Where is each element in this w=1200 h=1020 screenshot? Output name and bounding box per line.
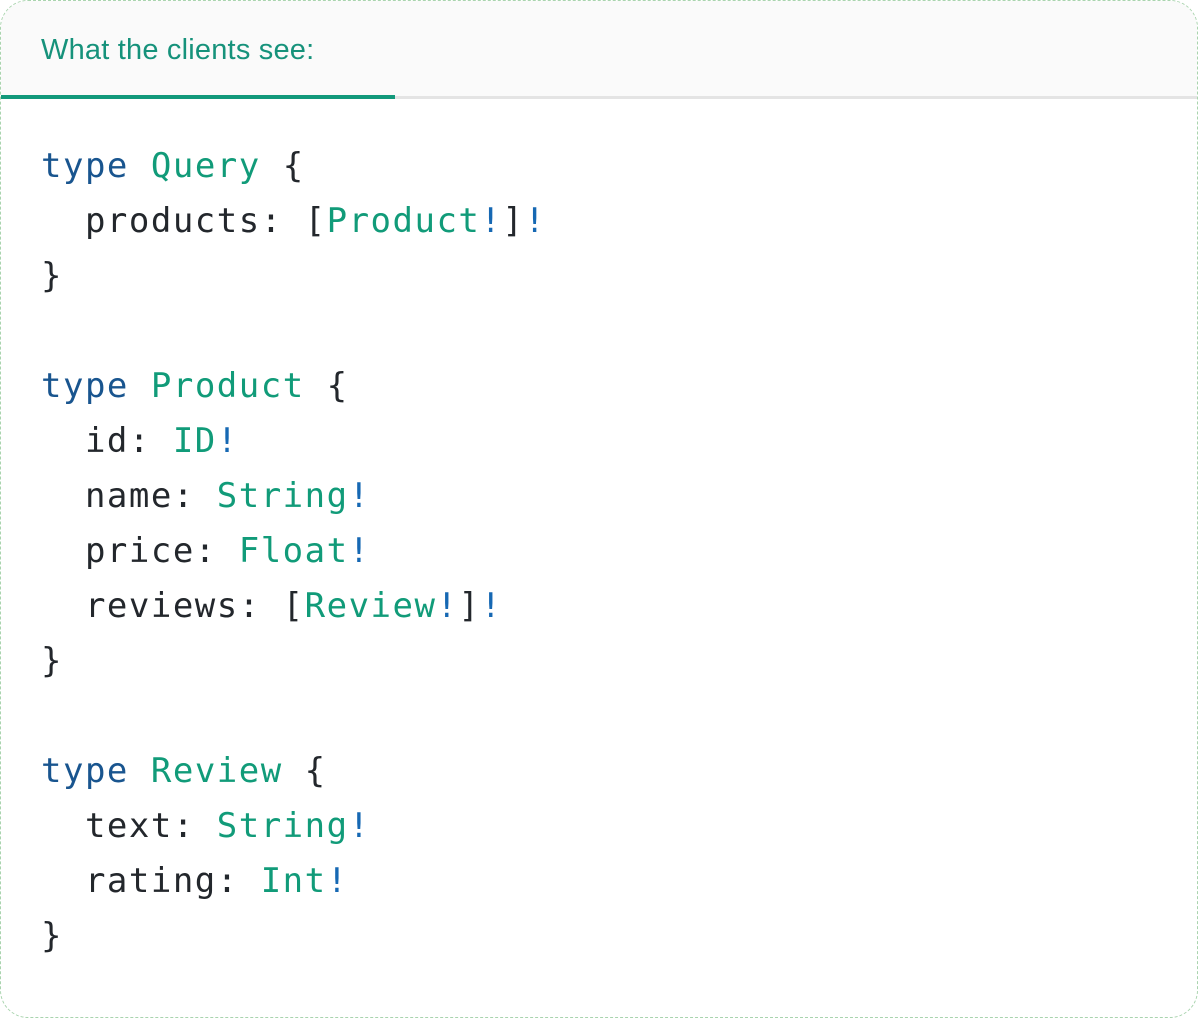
code-line: } xyxy=(41,634,1167,689)
active-tab-underline xyxy=(1,95,395,99)
code-token-ty: String xyxy=(216,806,349,846)
code-token-ty: Product xyxy=(326,201,481,241)
code-token-bg: ! xyxy=(436,586,459,626)
code-token-ty: ID xyxy=(172,421,217,461)
code-token-ty: Float xyxy=(238,531,349,571)
code-line: name: String! xyxy=(41,469,1167,524)
code-token-kw: type xyxy=(41,751,129,791)
code-token-pl: ] xyxy=(502,201,525,241)
code-token-bg: ! xyxy=(348,476,371,516)
code-token-bg: ! xyxy=(348,531,371,571)
code-line: } xyxy=(41,909,1167,964)
code-line: text: String! xyxy=(41,799,1167,854)
code-token-pl: price: xyxy=(41,531,239,571)
code-line: rating: Int! xyxy=(41,854,1167,909)
code-line: price: Float! xyxy=(41,524,1167,579)
code-token-pl: text: xyxy=(41,806,217,846)
code-token-pl: reviews: [ xyxy=(41,586,305,626)
tab-label: What the clients see: xyxy=(41,33,315,66)
code-token-pl xyxy=(129,366,151,406)
tab-bar-divider xyxy=(1,96,1197,99)
code-token-pl: { xyxy=(260,146,305,186)
code-token-pl: ] xyxy=(458,586,481,626)
code-token-bg: ! xyxy=(480,201,503,241)
code-block: type Query { products: [Product!]!} type… xyxy=(1,99,1197,994)
code-token-ty: Review xyxy=(150,751,283,791)
code-line: type Product { xyxy=(41,359,1167,414)
code-token-bg: ! xyxy=(216,421,239,461)
code-line xyxy=(41,304,1167,359)
code-line: id: ID! xyxy=(41,414,1167,469)
code-token-pl: } xyxy=(41,641,63,681)
code-line: } xyxy=(41,249,1167,304)
code-token-pl: id: xyxy=(41,421,173,461)
code-token-ty: String xyxy=(216,476,349,516)
code-token-kw: type xyxy=(41,366,129,406)
code-token-pl: products: [ xyxy=(41,201,327,241)
code-token-pl: } xyxy=(41,916,63,956)
code-token-bg: ! xyxy=(524,201,547,241)
code-token-pl xyxy=(129,146,151,186)
code-token-pl: name: xyxy=(41,476,217,516)
code-token-ty: Int xyxy=(260,861,327,901)
code-token-ty: Query xyxy=(150,146,261,186)
tab-what-clients-see[interactable]: What the clients see: xyxy=(1,1,395,99)
code-line: reviews: [Review!]! xyxy=(41,579,1167,634)
code-token-bg: ! xyxy=(326,861,349,901)
code-token-bg: ! xyxy=(348,806,371,846)
code-line: products: [Product!]! xyxy=(41,194,1167,249)
code-token-pl xyxy=(129,751,151,791)
code-token-pl: { xyxy=(304,366,349,406)
code-token-kw: type xyxy=(41,146,129,186)
code-line xyxy=(41,689,1167,744)
tab-bar: What the clients see: xyxy=(1,1,1197,99)
code-token-pl: { xyxy=(282,751,327,791)
code-token-pl: rating: xyxy=(41,861,261,901)
code-token-pl: } xyxy=(41,256,63,296)
code-line: type Query { xyxy=(41,139,1167,194)
code-line: type Review { xyxy=(41,744,1167,799)
code-token-ty: Review xyxy=(304,586,437,626)
code-token-bg: ! xyxy=(480,586,503,626)
code-token-ty: Product xyxy=(150,366,305,406)
